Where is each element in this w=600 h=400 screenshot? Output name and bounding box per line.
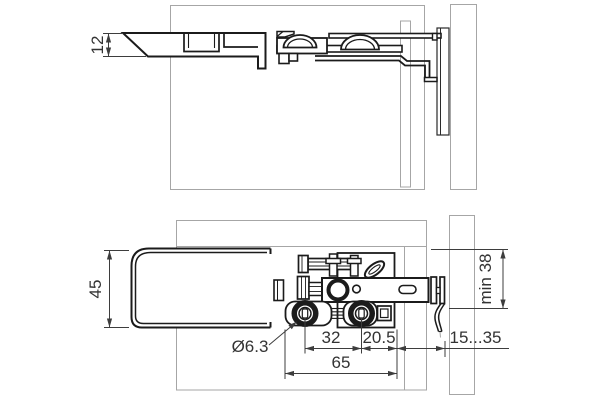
dim-min-38-label: min 38 (476, 253, 495, 304)
lower-rail-outer (315, 55, 431, 78)
wall-bracket-top-view (436, 27, 450, 136)
slide-mechanism-side-view (273, 252, 446, 338)
front-tab (273, 279, 285, 302)
drawer-rail-profile-side-view (130, 247, 272, 329)
bracket-hook (434, 303, 446, 338)
wall-panel-top-view (450, 4, 477, 190)
dim-65-label: 65 (332, 353, 351, 372)
dim-32-label: 32 (322, 328, 341, 347)
front-stop-block-1 (278, 52, 290, 65)
dimension-front-thickness: 12 (88, 33, 146, 57)
arm-ring-hole (326, 278, 350, 302)
top-rail (328, 32, 442, 39)
arm-slot (398, 284, 417, 295)
bracket-plate-inner (430, 276, 438, 305)
dim-roller-diameter-label: Ø6.3 (232, 337, 269, 356)
profile-notch (183, 33, 220, 53)
latch-lever (363, 260, 386, 279)
profile-shelf (223, 33, 258, 48)
drawer-front-profile-top-view (120, 32, 267, 70)
adjust-pin-2 (349, 254, 359, 277)
dim-15-35-label: 15...35 (450, 328, 502, 347)
wheel-arc-1 (282, 34, 318, 49)
adjust-pin-1 (328, 253, 338, 277)
rail-bracket-nub (431, 32, 438, 41)
wall-panel-side-view (449, 215, 475, 395)
front-stop-block-2 (288, 52, 299, 62)
dim-20-5-label: 20.5 (362, 328, 395, 347)
wheel-arc-2 (340, 34, 380, 51)
dim-12-label: 12 (88, 36, 107, 55)
dim-45-label: 45 (86, 280, 105, 299)
side-view: 32 20.5 15...35 65 Ø6.3 45 min (86, 215, 509, 395)
lower-rod-cap (296, 275, 310, 300)
top-rod-cap (297, 254, 309, 274)
lower-rail-inner (315, 59, 426, 78)
arm-small-hole (351, 284, 362, 294)
cabinet-side-panel-top-view (170, 5, 425, 190)
dimensions-side-view: 32 20.5 15...35 65 Ø6.3 45 min (86, 249, 509, 379)
slide-mechanism-top-view (276, 30, 442, 83)
top-view: 12 (88, 4, 477, 190)
threaded-link (331, 307, 344, 319)
cabinet-back-edge-top-view (400, 20, 411, 188)
bracket-plate-outer (439, 276, 446, 305)
rail-foot (423, 76, 438, 83)
lower-rod (308, 281, 323, 297)
